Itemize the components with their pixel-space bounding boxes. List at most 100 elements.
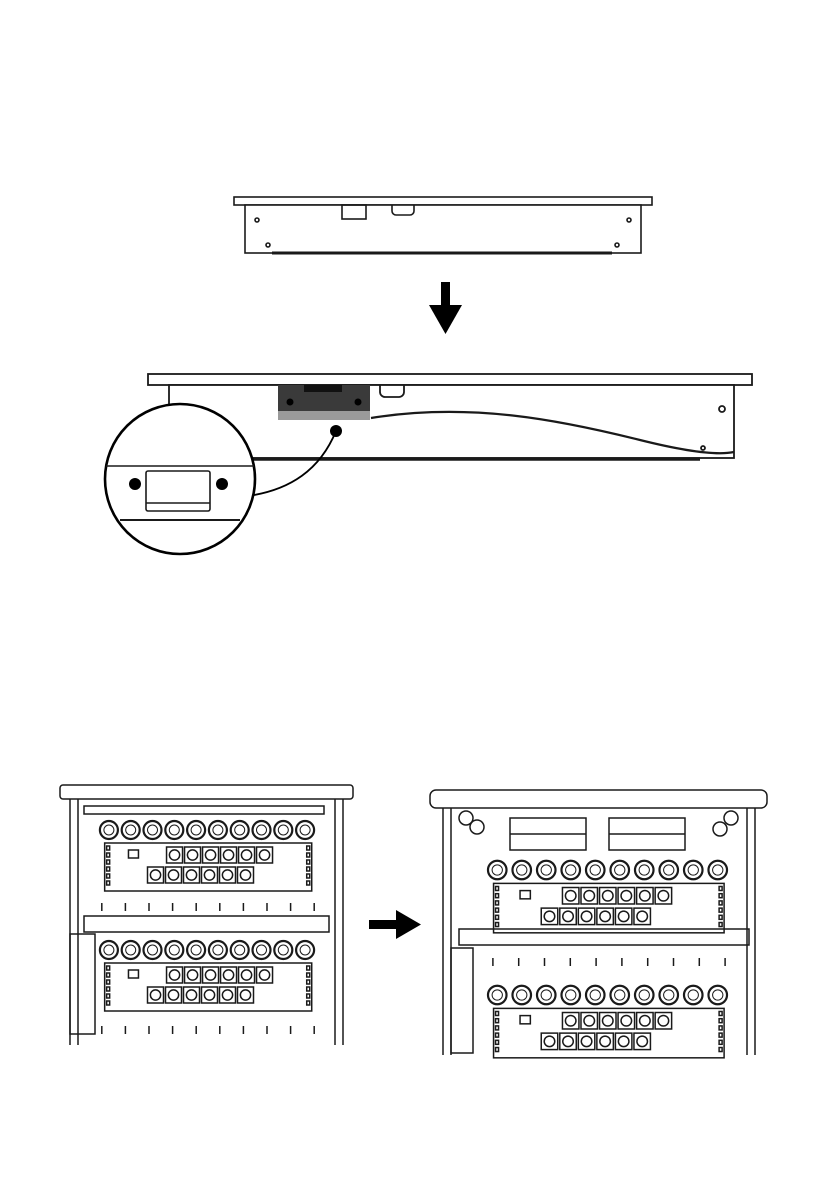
rail-ticks bbox=[493, 958, 725, 966]
led-marker bbox=[496, 886, 499, 890]
square-socket-face bbox=[581, 1036, 592, 1047]
round-socket-inner bbox=[148, 825, 158, 835]
round-socket bbox=[187, 821, 205, 839]
round-socket bbox=[684, 986, 703, 1005]
led-marker bbox=[107, 966, 110, 970]
round-socket-inner bbox=[278, 825, 288, 835]
square-socket-face bbox=[187, 970, 197, 980]
round-socket-inner bbox=[541, 990, 551, 1000]
round-socket bbox=[586, 861, 605, 880]
square-socket-face bbox=[637, 911, 648, 922]
round-socket bbox=[209, 941, 227, 959]
square-socket-face bbox=[584, 1015, 595, 1026]
round-socket-inner bbox=[126, 945, 136, 955]
round-socket-inner bbox=[235, 825, 245, 835]
square-socket-face bbox=[223, 970, 233, 980]
led-marker bbox=[107, 867, 110, 871]
round-socket-inner bbox=[191, 825, 201, 835]
led-marker bbox=[307, 973, 310, 977]
led-marker bbox=[307, 853, 310, 857]
square-socket-face bbox=[259, 970, 269, 980]
led-marker bbox=[107, 846, 110, 850]
round-socket-inner bbox=[169, 945, 179, 955]
round-socket bbox=[187, 941, 205, 959]
round-socket bbox=[253, 941, 271, 959]
cabinet-before bbox=[60, 785, 353, 1045]
led-marker bbox=[307, 1001, 310, 1005]
round-socket bbox=[100, 821, 118, 839]
rail-ticks bbox=[102, 903, 314, 911]
square-socket-face bbox=[259, 850, 269, 860]
round-socket-inner bbox=[257, 945, 267, 955]
round-socket-inner bbox=[664, 990, 674, 1000]
round-socket bbox=[561, 986, 580, 1005]
round-socket-inner bbox=[257, 825, 267, 835]
round-socket bbox=[537, 861, 556, 880]
iec-inlet bbox=[520, 1016, 530, 1024]
led-marker bbox=[719, 1026, 722, 1030]
led-marker bbox=[496, 908, 499, 912]
round-socket bbox=[296, 941, 314, 959]
square-socket-face bbox=[205, 850, 215, 860]
led-marker bbox=[719, 908, 722, 912]
round-socket bbox=[610, 986, 629, 1005]
square-socket-face bbox=[241, 850, 251, 860]
square-socket-face bbox=[205, 970, 215, 980]
round-socket bbox=[684, 861, 703, 880]
led-marker bbox=[307, 980, 310, 984]
round-socket-inner bbox=[492, 865, 502, 875]
square-socket-face bbox=[618, 911, 629, 922]
round-socket-inner bbox=[300, 825, 310, 835]
round-socket-inner bbox=[713, 990, 723, 1000]
square-socket-face bbox=[169, 970, 179, 980]
round-socket-inner bbox=[590, 990, 600, 1000]
round-socket bbox=[512, 986, 531, 1005]
round-socket-inner bbox=[541, 865, 551, 875]
led-marker bbox=[307, 966, 310, 970]
square-socket-face bbox=[169, 850, 179, 860]
round-socket bbox=[561, 861, 580, 880]
square-socket-face bbox=[240, 870, 250, 880]
square-socket-face bbox=[584, 890, 595, 901]
square-socket-face bbox=[565, 1015, 576, 1026]
square-socket-face bbox=[544, 1036, 555, 1047]
down-arrow-icon bbox=[429, 282, 462, 334]
square-socket-face bbox=[600, 1036, 611, 1047]
led-marker bbox=[307, 987, 310, 991]
top-panel-before bbox=[234, 197, 652, 253]
round-socket-inner bbox=[566, 865, 576, 875]
led-marker bbox=[307, 846, 310, 850]
iec-inlet bbox=[128, 970, 138, 978]
square-socket-face bbox=[168, 990, 178, 1000]
square-socket-face bbox=[223, 850, 233, 860]
round-socket-inner bbox=[517, 865, 527, 875]
led-marker bbox=[307, 994, 310, 998]
led-marker bbox=[496, 1011, 499, 1015]
square-socket-face bbox=[204, 990, 214, 1000]
led-marker bbox=[496, 1026, 499, 1030]
round-socket bbox=[488, 986, 507, 1005]
round-socket bbox=[537, 986, 556, 1005]
round-socket-inner bbox=[126, 825, 136, 835]
square-socket-face bbox=[621, 890, 632, 901]
round-socket bbox=[231, 821, 249, 839]
cabinet-after bbox=[430, 790, 767, 1058]
round-socket bbox=[253, 821, 271, 839]
square-socket-face bbox=[563, 1036, 574, 1047]
led-marker bbox=[107, 874, 110, 878]
square-socket-face bbox=[204, 870, 214, 880]
led-marker bbox=[719, 923, 722, 927]
square-socket-face bbox=[222, 990, 232, 1000]
led-marker bbox=[719, 915, 722, 919]
round-socket bbox=[144, 941, 162, 959]
led-marker bbox=[719, 1048, 722, 1052]
round-socket-inner bbox=[300, 945, 310, 955]
led-marker bbox=[719, 1011, 722, 1015]
right-arrow-icon bbox=[369, 910, 421, 939]
led-marker bbox=[496, 923, 499, 927]
square-socket-face bbox=[618, 1036, 629, 1047]
socket-shelf bbox=[100, 941, 314, 1011]
round-socket bbox=[708, 986, 727, 1005]
